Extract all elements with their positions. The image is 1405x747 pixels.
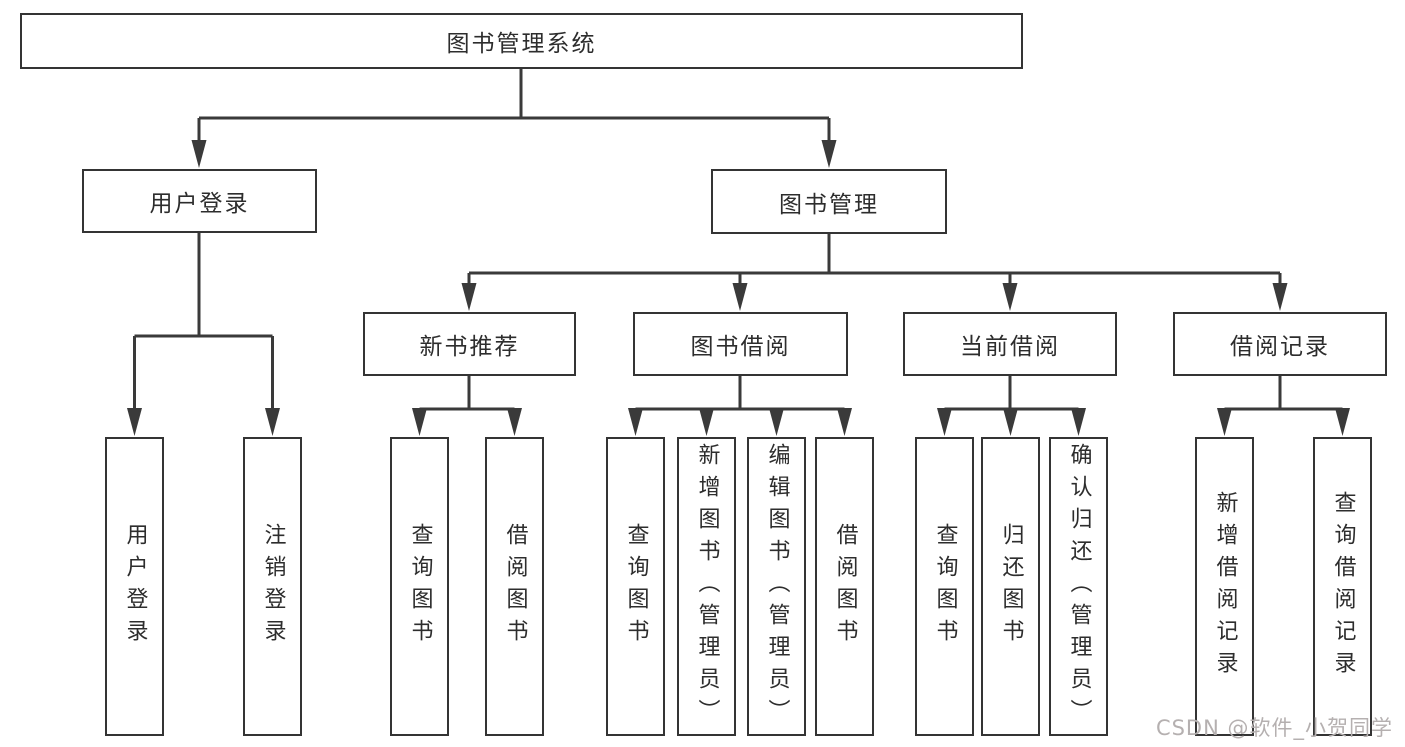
node-user-login: 用户登录 <box>82 169 317 233</box>
node-query-borrow-record: 查询借阅记录 <box>1313 437 1372 736</box>
node-label: 借阅图书 <box>502 522 528 651</box>
node-label: 新增图书（管理员） <box>694 442 720 731</box>
node-edit-books-admin: 编辑图书（管理员） <box>747 437 806 736</box>
csdn-watermark: CSDN @软件_小贺同学 <box>1155 716 1393 740</box>
node-borrow-books: 借阅图书 <box>815 437 874 736</box>
node-user-login-leaf: 用户登录 <box>105 437 164 736</box>
node-label: 确认归还（管理员） <box>1066 442 1092 731</box>
node-label: 查询图书 <box>623 522 649 651</box>
node-label: 用户登录 <box>149 191 250 217</box>
node-label: 借阅记录 <box>1230 334 1330 360</box>
node-label: 查询图书 <box>407 522 433 651</box>
node-return-books: 归还图书 <box>981 437 1040 736</box>
node-label: 用户登录 <box>122 522 148 651</box>
node-query-books-recommend: 查询图书 <box>390 437 449 736</box>
node-borrowing-records: 借阅记录 <box>1173 312 1387 376</box>
node-new-book-recommendation: 新书推荐 <box>363 312 576 376</box>
node-label: 图书管理系统 <box>446 31 597 57</box>
node-label: 新书推荐 <box>419 334 520 360</box>
node-logout: 注销登录 <box>243 437 302 736</box>
node-label: 注销登录 <box>260 522 286 651</box>
node-label: 归还图书 <box>998 522 1024 651</box>
node-query-books-current: 查询图书 <box>915 437 974 736</box>
node-book-borrowing: 图书借阅 <box>633 312 848 376</box>
node-confirm-return-admin: 确认归还（管理员） <box>1049 437 1108 736</box>
node-label: 查询图书 <box>932 522 958 651</box>
node-book-management: 图书管理 <box>711 169 947 234</box>
node-label: 图书借阅 <box>690 334 791 360</box>
node-label: 新增借阅记录 <box>1212 490 1238 683</box>
node-label: 编辑图书（管理员） <box>764 442 790 731</box>
node-current-borrowing: 当前借阅 <box>903 312 1117 376</box>
node-label: 图书管理 <box>779 191 879 218</box>
node-library-management-system: 图书管理系统 <box>20 13 1023 69</box>
node-label: 当前借阅 <box>960 334 1060 360</box>
node-label: 查询借阅记录 <box>1330 490 1356 683</box>
node-query-books-borrow: 查询图书 <box>606 437 665 736</box>
node-add-books-admin: 新增图书（管理员） <box>677 437 736 736</box>
node-add-borrow-record: 新增借阅记录 <box>1195 437 1254 736</box>
node-label: 借阅图书 <box>832 522 858 651</box>
node-borrow-books-recommend: 借阅图书 <box>485 437 544 736</box>
